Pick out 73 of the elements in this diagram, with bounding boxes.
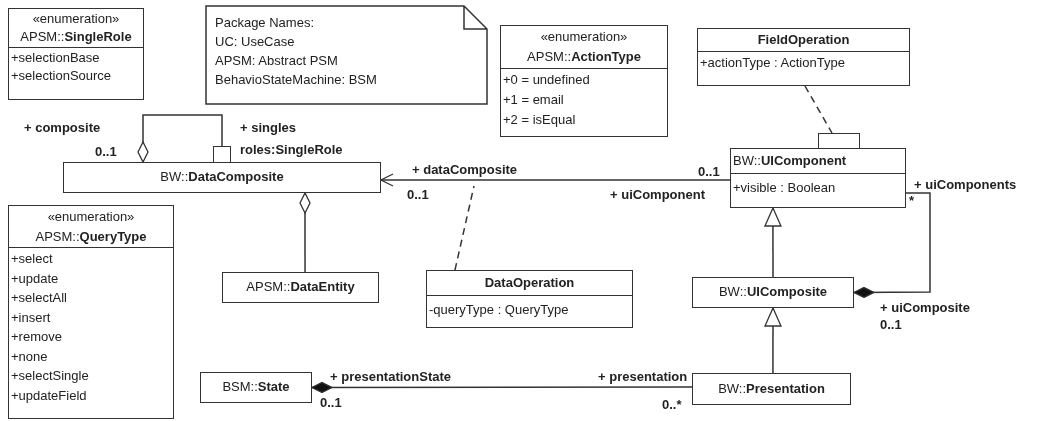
attribute-text: +selectionSource xyxy=(11,67,112,85)
aggregation-line xyxy=(137,114,223,163)
role-label: 0..1 xyxy=(698,165,720,179)
enumeration-box xyxy=(8,8,144,100)
class-name: BSM::State xyxy=(222,378,290,396)
attribute-text: -queryType : QueryType xyxy=(429,301,569,319)
class-box xyxy=(200,372,312,403)
class-box xyxy=(692,277,854,308)
role-label: + uiComponents xyxy=(914,178,1017,192)
role-label: + uiComponent xyxy=(610,188,705,202)
attribute-text: +select xyxy=(11,250,53,268)
enumeration-box xyxy=(500,25,668,137)
class-name: BW::Presentation xyxy=(718,380,825,398)
class-box xyxy=(222,272,379,303)
dashed-connector xyxy=(804,85,833,134)
attribute-text: +update xyxy=(11,269,59,288)
class-box xyxy=(697,28,910,86)
stereotype-label: «enumeration» xyxy=(47,208,135,226)
attribute-text: +selectSingle xyxy=(11,367,89,385)
attribute-text: +insert xyxy=(11,308,51,327)
note-text: UC: UseCase xyxy=(215,33,295,51)
role-label: 0..1 xyxy=(880,318,902,332)
role-label: + composite xyxy=(24,121,101,135)
class-name: BW::UIComposite xyxy=(718,283,828,301)
attribute-text: +selectionBase xyxy=(11,49,100,67)
class-box xyxy=(63,162,381,193)
aggregation-line xyxy=(299,192,311,273)
stereotype-label: «enumeration» xyxy=(540,28,628,46)
role-label: * xyxy=(909,194,915,208)
class-name: BW::DataComposite xyxy=(160,168,284,186)
attribute-text: +1 = email xyxy=(503,91,564,109)
class-name: FieldOperation xyxy=(757,31,850,49)
class-name: APSM::ActionType xyxy=(527,48,641,66)
association-arrow xyxy=(380,173,731,187)
class-name: APSM::SingleRole xyxy=(20,28,132,46)
class-box xyxy=(692,373,851,405)
attribute-text: +none xyxy=(11,347,48,366)
enumeration-box xyxy=(8,205,174,419)
qualifier-box xyxy=(818,133,860,149)
role-label: 0..1 xyxy=(407,188,429,202)
role-label: 0..1 xyxy=(95,145,117,159)
class-name: APSM::DataEntity xyxy=(246,278,355,296)
generalization-arrow xyxy=(764,207,782,278)
role-label: + presentationState xyxy=(330,370,451,384)
note-text: BehavioStateMachine: BSM xyxy=(215,71,377,89)
dashed-connector xyxy=(454,185,475,271)
role-label: + dataComposite xyxy=(412,163,518,177)
note-text: APSM: Abstract PSM xyxy=(215,52,338,70)
class-name: APSM::QueryType xyxy=(35,227,147,246)
attribute-text: +selectAll xyxy=(11,289,67,307)
attribute-text: +visible : Boolean xyxy=(733,179,836,197)
role-label: roles:SingleRole xyxy=(240,143,343,157)
qualifier-box xyxy=(213,146,231,163)
role-label: 0..1 xyxy=(320,396,342,410)
attribute-text: +updateField xyxy=(11,386,87,405)
role-label: + singles xyxy=(240,121,296,135)
note-box xyxy=(205,5,488,105)
note-text: Package Names: xyxy=(215,14,314,32)
role-label: + uiComposite xyxy=(880,301,970,315)
attribute-text: +remove xyxy=(11,328,62,346)
role-label: 0..* xyxy=(662,398,682,412)
generalization-arrow xyxy=(764,307,782,374)
stereotype-label: «enumeration» xyxy=(32,10,120,28)
role-label: + presentation xyxy=(598,370,688,384)
class-name: DataOperation xyxy=(484,274,575,292)
class-name: BW::UIComponent xyxy=(733,152,847,170)
attribute-text: +actionType : ActionType xyxy=(700,54,845,72)
composition-line xyxy=(853,192,931,299)
attribute-text: +0 = undefined xyxy=(503,71,590,89)
composition-line xyxy=(311,381,693,394)
class-box xyxy=(730,148,906,208)
attribute-text: +2 = isEqual xyxy=(503,111,576,129)
class-box xyxy=(426,270,633,328)
